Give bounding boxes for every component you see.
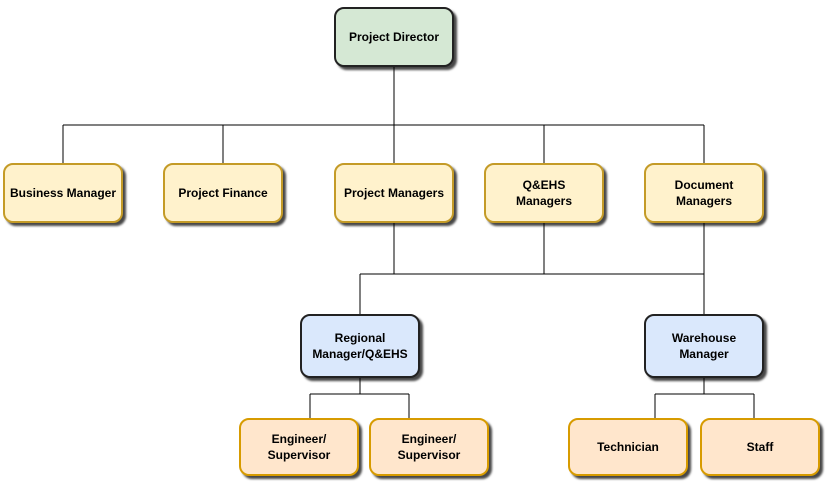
node-project-managers[interactable]: Project Managers <box>334 163 454 223</box>
node-label: Staff <box>746 439 774 454</box>
node-engineer-supervisor-2[interactable]: Engineer/ Supervisor <box>369 418 489 476</box>
node-label: Project Managers <box>343 185 445 200</box>
node-document-managers[interactable]: Document Managers <box>644 163 764 223</box>
node-label: Regional Manager/Q&EHS <box>312 330 408 361</box>
edge-warehouse-to-staff <box>654 377 755 419</box>
node-business-manager[interactable]: Business Manager <box>3 163 123 223</box>
node-label: Technician <box>597 439 659 454</box>
node-label: Engineer/ Supervisor <box>267 431 331 462</box>
node-warehouse-manager[interactable]: Warehouse Manager <box>644 314 764 378</box>
node-technician[interactable]: Technician <box>568 418 688 476</box>
node-label: Project Finance <box>178 185 268 200</box>
edge-regional-to-engineers <box>309 377 410 419</box>
node-engineer-supervisor-1[interactable]: Engineer/ Supervisor <box>239 418 359 476</box>
node-label: Warehouse Manager <box>671 330 737 361</box>
node-project-director[interactable]: Project Director <box>334 7 454 67</box>
node-staff[interactable]: Staff <box>700 418 820 476</box>
node-project-finance[interactable]: Project Finance <box>163 163 283 223</box>
edge-managers-to-regional-and-warehouse <box>359 222 705 315</box>
node-label: Engineer/ Supervisor <box>397 431 461 462</box>
node-regional-manager-qehs[interactable]: Regional Manager/Q&EHS <box>300 314 420 378</box>
node-label: Project Director <box>348 29 440 44</box>
node-label: Document Managers <box>674 177 734 208</box>
node-label: Q&EHS Managers <box>515 177 573 208</box>
node-label: Business Manager <box>9 185 117 200</box>
node-qehs-managers[interactable]: Q&EHS Managers <box>484 163 604 223</box>
edge-director-to-managers <box>62 67 705 164</box>
